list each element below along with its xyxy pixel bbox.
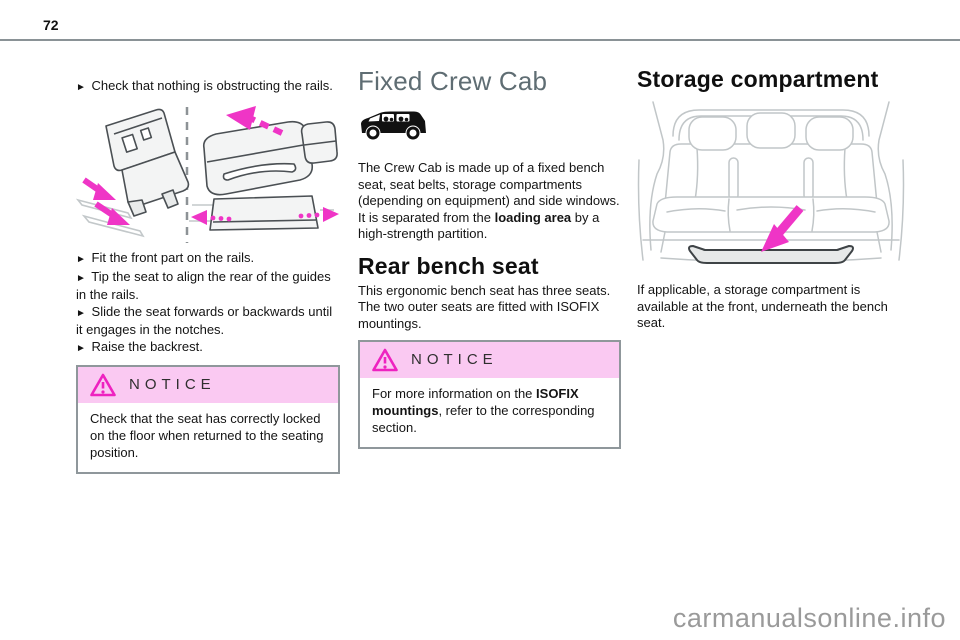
body-paragraph: The Crew Cab is made up of a fixed bench…: [358, 160, 621, 243]
instruction-text: Slide the seat forwards or backwards unt…: [76, 304, 333, 337]
notice-text-part: For more information on the: [372, 386, 537, 401]
right-column: Storage compartment: [637, 66, 905, 332]
right-pointer-icon: ►: [76, 82, 88, 93]
instruction-bullet: ► Fit the front part on the rails.: [76, 250, 340, 268]
notice-box-isofix: NOTICE For more information on the ISOFI…: [358, 340, 621, 449]
subsection-heading: Rear bench seat: [358, 252, 539, 279]
page-number: 72: [43, 17, 59, 33]
notice-box-seat-lock: NOTICE Check that the seat has correctly…: [76, 365, 340, 474]
folded-seat: [202, 120, 338, 231]
instruction-bullet: ► Tip the seat to align the rear of the …: [76, 269, 340, 303]
right-pointer-icon: ►: [76, 343, 88, 354]
notice-title: NOTICE: [411, 351, 498, 368]
instruction-text: Check that nothing is obstructing the ra…: [91, 78, 333, 93]
slide-arrows: [191, 207, 339, 225]
bold-term: loading area: [494, 209, 572, 225]
middle-column: Fixed Crew Cab The Crew Cab is made up o…: [358, 66, 621, 449]
right-pointer-icon: ►: [76, 254, 88, 265]
rail-arrows: [82, 177, 130, 225]
left-column: ► Check that nothing is obstructing the …: [76, 72, 340, 474]
right-pointer-icon: ►: [76, 273, 88, 284]
instruction-bullet: ► Raise the backrest.: [76, 339, 340, 357]
bench-line-art: [637, 101, 905, 263]
warning-triangle-icon: [90, 373, 116, 397]
storage-arrow: [761, 205, 804, 252]
warning-triangle-icon: [372, 348, 398, 372]
section-heading: Fixed Crew Cab: [358, 66, 548, 96]
floor-rails: [76, 198, 145, 238]
instruction-text: Tip the seat to align the rear of the gu…: [76, 269, 331, 302]
seat-refitting-illustration: [76, 106, 339, 243]
section-heading: Storage compartment: [637, 66, 879, 92]
paragraph-text: The Crew Cab is made up of a fixed bench…: [358, 160, 620, 225]
notice-header: NOTICE: [78, 367, 338, 403]
storage-tray: [688, 245, 854, 264]
notice-title: NOTICE: [129, 376, 216, 393]
van-icon-wrap: [358, 108, 621, 146]
bold-term: ISOFIX mountings: [372, 386, 579, 418]
fold-arrow: [226, 106, 284, 136]
instruction-list: ► Fit the front part on the rails. ► Tip…: [76, 250, 340, 357]
instruction-text: Fit the front part on the rails.: [91, 250, 255, 265]
notice-text: For more information on the ISOFIX mount…: [360, 378, 619, 447]
notice-header: NOTICE: [360, 342, 619, 378]
right-pointer-icon: ►: [76, 308, 88, 319]
notice-text: Check that the seat has correctly locked…: [90, 411, 324, 460]
caption-paragraph: If applicable, a storage compartment is …: [637, 282, 888, 330]
bench-seat-storage-illustration: [637, 101, 905, 264]
paragraph-text: by a high-strength partition.: [358, 209, 600, 242]
watermark: carmanualsonline.info: [672, 603, 946, 633]
van-silhouette-icon: [361, 111, 426, 140]
instruction-text: Raise the backrest.: [91, 339, 203, 354]
instruction-bullet: ► Slide the seat forwards or backwards u…: [76, 304, 340, 338]
header-rule: [0, 39, 960, 41]
instruction-bullet: ► Check that nothing is obstructing the …: [76, 78, 340, 96]
notice-text-part: , refer to the corresponding section.: [372, 403, 595, 435]
tilted-seat: [105, 108, 190, 217]
body-paragraph: This ergonomic bench seat has three seat…: [358, 282, 611, 331]
